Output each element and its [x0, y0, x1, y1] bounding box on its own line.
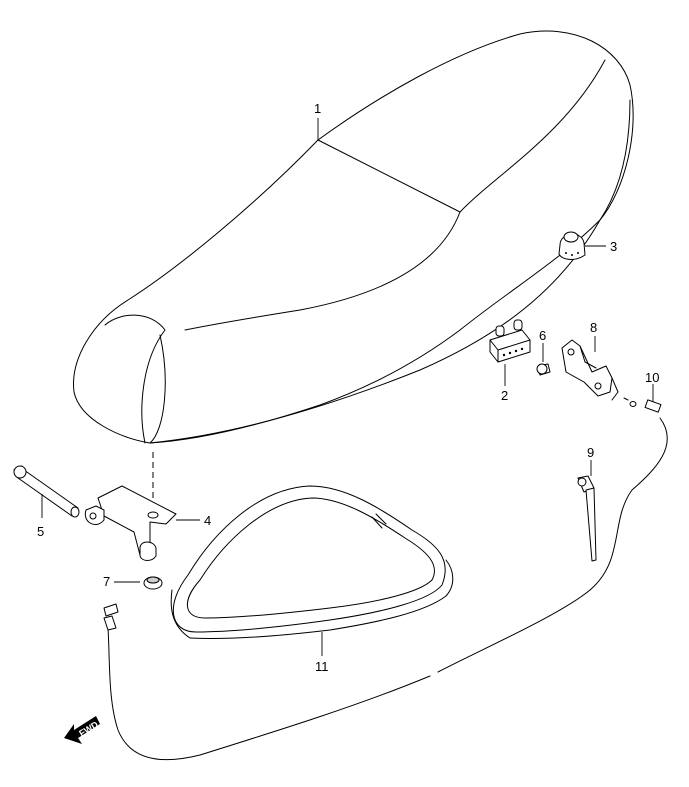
callout-numbers: 1 2 3 4 5 6 7 8 9 10 11: [37, 101, 659, 674]
callout-6: 6: [539, 328, 546, 343]
fwd-arrow-icon: FWD: [64, 716, 100, 744]
latch-bracket: [561, 339, 619, 401]
cable-tie: [577, 475, 597, 562]
callout-8: 8: [590, 320, 597, 335]
callout-5: 5: [37, 524, 44, 539]
leader-lines: [41, 118, 654, 656]
callout-11: 11: [315, 659, 329, 674]
seat: [73, 30, 634, 444]
callout-4: 4: [204, 513, 211, 528]
callout-10: 10: [645, 370, 659, 385]
callout-3: 3: [610, 239, 617, 254]
cable-end-fitting: [623, 397, 662, 413]
seat-buffer: [558, 231, 586, 260]
screw: [536, 363, 551, 376]
callout-7: 7: [103, 574, 110, 589]
seat-latch-block: [489, 319, 531, 363]
callout-1: 1: [314, 101, 321, 116]
callout-9: 9: [587, 445, 594, 460]
callout-2: 2: [501, 388, 508, 403]
hinge-bracket: [84, 485, 177, 561]
grommet: [143, 576, 163, 590]
seat-seal: [170, 485, 454, 640]
seat-lock-cable: [103, 417, 668, 761]
hinge-bolt: [13, 465, 80, 518]
